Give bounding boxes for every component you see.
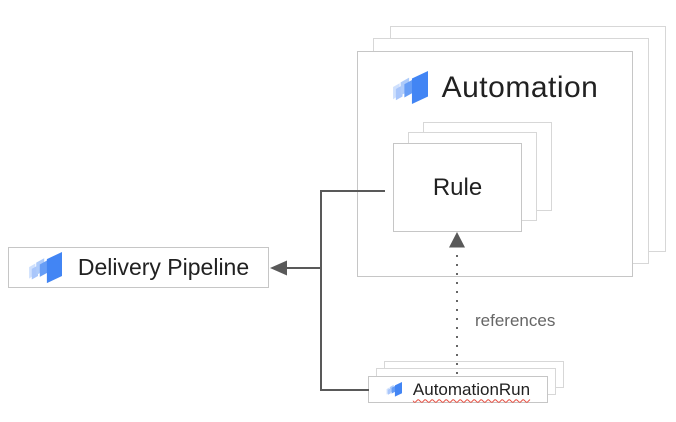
references-edge-label: references (475, 311, 556, 330)
cloud-deploy-icon (392, 71, 428, 105)
delivery-pipeline-box: Delivery Pipeline (8, 247, 269, 288)
delivery-pipeline-label: Delivery Pipeline (77, 254, 250, 280)
cloud-deploy-icon (386, 382, 402, 397)
rule-box: Rule (393, 143, 522, 232)
automation-run-label: AutomationRun (412, 379, 531, 399)
rule-label: Rule (432, 173, 483, 201)
automation-label: Automation (441, 71, 599, 104)
automation-header: Automation (358, 71, 632, 105)
arrowhead-left-icon (270, 260, 287, 276)
cloud-deploy-icon (28, 251, 62, 283)
automation-run-box: AutomationRun (368, 376, 548, 403)
